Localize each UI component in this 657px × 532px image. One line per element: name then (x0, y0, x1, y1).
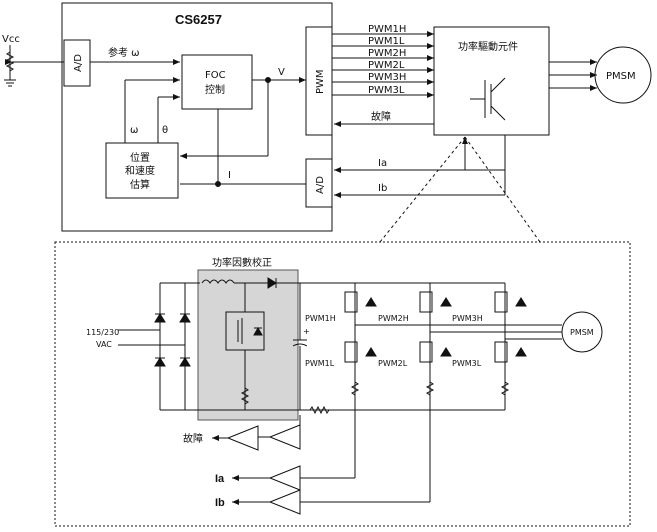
motor-top (594, 46, 652, 104)
ib-top-label: Ib (378, 183, 387, 194)
pwm-signal: PWM3H (368, 72, 406, 83)
motor-bottom (561, 311, 603, 353)
foc-line1: FOC (205, 70, 226, 81)
power-driver-block (433, 26, 550, 136)
estimator-line: 估算 (130, 178, 150, 191)
fault-bottom-label: 故障 (183, 432, 203, 445)
pwm-signal: PWM2L (368, 60, 405, 71)
motor-bottom-label: PMSM (570, 328, 594, 337)
foc-block (181, 54, 253, 110)
zoom-box (54, 241, 631, 527)
pwm-signal: PWM2H (368, 48, 406, 59)
pwm-signal: PWM1L (368, 36, 405, 47)
pwm1h-label: PWM1H (305, 314, 336, 323)
omega-label: ω (130, 125, 138, 136)
ac-line2: VAC (96, 340, 112, 349)
foc-line2: 控制 (205, 83, 225, 96)
adc-right-block (305, 158, 333, 208)
cap-plus: + (303, 327, 310, 336)
theta-label: θ (162, 125, 168, 136)
estimator-line: 和速度 (125, 164, 155, 177)
adc-right-label: A/D (315, 176, 326, 194)
ib-bottom-label: Ib (215, 497, 225, 509)
adc-left-label: A/D (73, 54, 84, 72)
current-i-label: I (228, 170, 231, 181)
pwm-signal: PWM3L (368, 85, 405, 96)
pwm1l-label: PWM1L (305, 359, 335, 368)
pwm-block (305, 26, 333, 136)
pwm2l-label: PWM2L (378, 359, 408, 368)
pwm2h-label: PWM2H (378, 314, 409, 323)
estimator-line: 位置 (130, 151, 150, 164)
ia-top-label: Ia (378, 158, 387, 169)
pwm3l-label: PWM3L (452, 359, 482, 368)
ref-omega-label: 参考 ω (108, 46, 140, 59)
motor-top-label: PMSM (606, 71, 636, 82)
chip-box (61, 2, 333, 232)
ac-line1: 115/230 (86, 328, 119, 337)
v-label: V (278, 67, 285, 78)
ia-bottom-label: Ia (215, 473, 225, 485)
pwm3h-label: PWM3H (452, 314, 483, 323)
fault-top-label: 故障 (371, 110, 391, 123)
adc-left-block (63, 39, 91, 87)
pwm-signal: PWM1H (368, 24, 406, 35)
estimator-block (105, 142, 179, 199)
inductor-icon (201, 279, 235, 284)
driver-label: 功率驅動元件 (458, 40, 518, 53)
chip-title: CS6257 (175, 12, 222, 27)
pfc-title: 功率因數校正 (212, 256, 272, 269)
vcc-label: Vcc (2, 34, 20, 45)
pwm-block-label: PWM (315, 69, 326, 94)
